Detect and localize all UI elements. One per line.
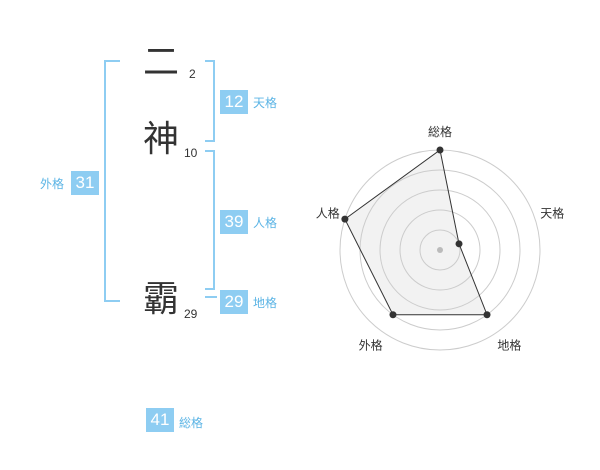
radar-point-1	[436, 146, 444, 154]
soukaku-score-badge: 41	[146, 408, 174, 432]
soukaku-label: 総格	[179, 416, 204, 430]
chikaku-bracket	[205, 296, 217, 298]
radar-ring-3	[379, 189, 501, 311]
gaikaku-label: 外格	[40, 177, 65, 191]
stroke-count-3: 29	[184, 307, 198, 321]
stroke-count-1: 2	[189, 67, 196, 81]
gaikaku-score-badge: 31	[71, 171, 99, 195]
stroke-count-2: 10	[184, 146, 198, 160]
radar-axis-label-2: 天格	[540, 206, 564, 221]
radar-ring-2	[399, 209, 481, 291]
gaikaku-bracket	[104, 60, 120, 302]
name-char-1: 二	[143, 42, 180, 83]
name-char-2: 神	[143, 119, 180, 160]
radar-point-3	[483, 311, 491, 319]
radar-area-fill	[344, 150, 488, 315]
chikaku-score-badge: 29	[220, 290, 248, 314]
chikaku-label: 地格	[253, 296, 278, 310]
radar-point-4	[389, 311, 397, 319]
radar-axis-label-1: 総格	[428, 124, 452, 139]
tenkaku-score-badge: 12	[220, 90, 248, 114]
radar-ring-1	[419, 229, 461, 271]
radar-area-outline	[344, 149, 488, 316]
jinkaku-bracket	[205, 150, 215, 290]
radar-center-dot	[437, 247, 443, 253]
tenkaku-bracket	[205, 60, 215, 142]
radar-axis-label-3: 地格	[497, 337, 521, 352]
radar-point-2	[455, 240, 463, 248]
name-char-3: 霸	[143, 279, 180, 320]
jinkaku-score-badge: 39	[220, 210, 248, 234]
radar-axis-label-5: 人格	[316, 206, 340, 221]
jinkaku-label: 人格	[253, 216, 278, 230]
radar-axis-label-4: 外格	[359, 337, 383, 352]
tenkaku-label: 天格	[253, 96, 278, 110]
radar-point-5	[341, 215, 349, 223]
